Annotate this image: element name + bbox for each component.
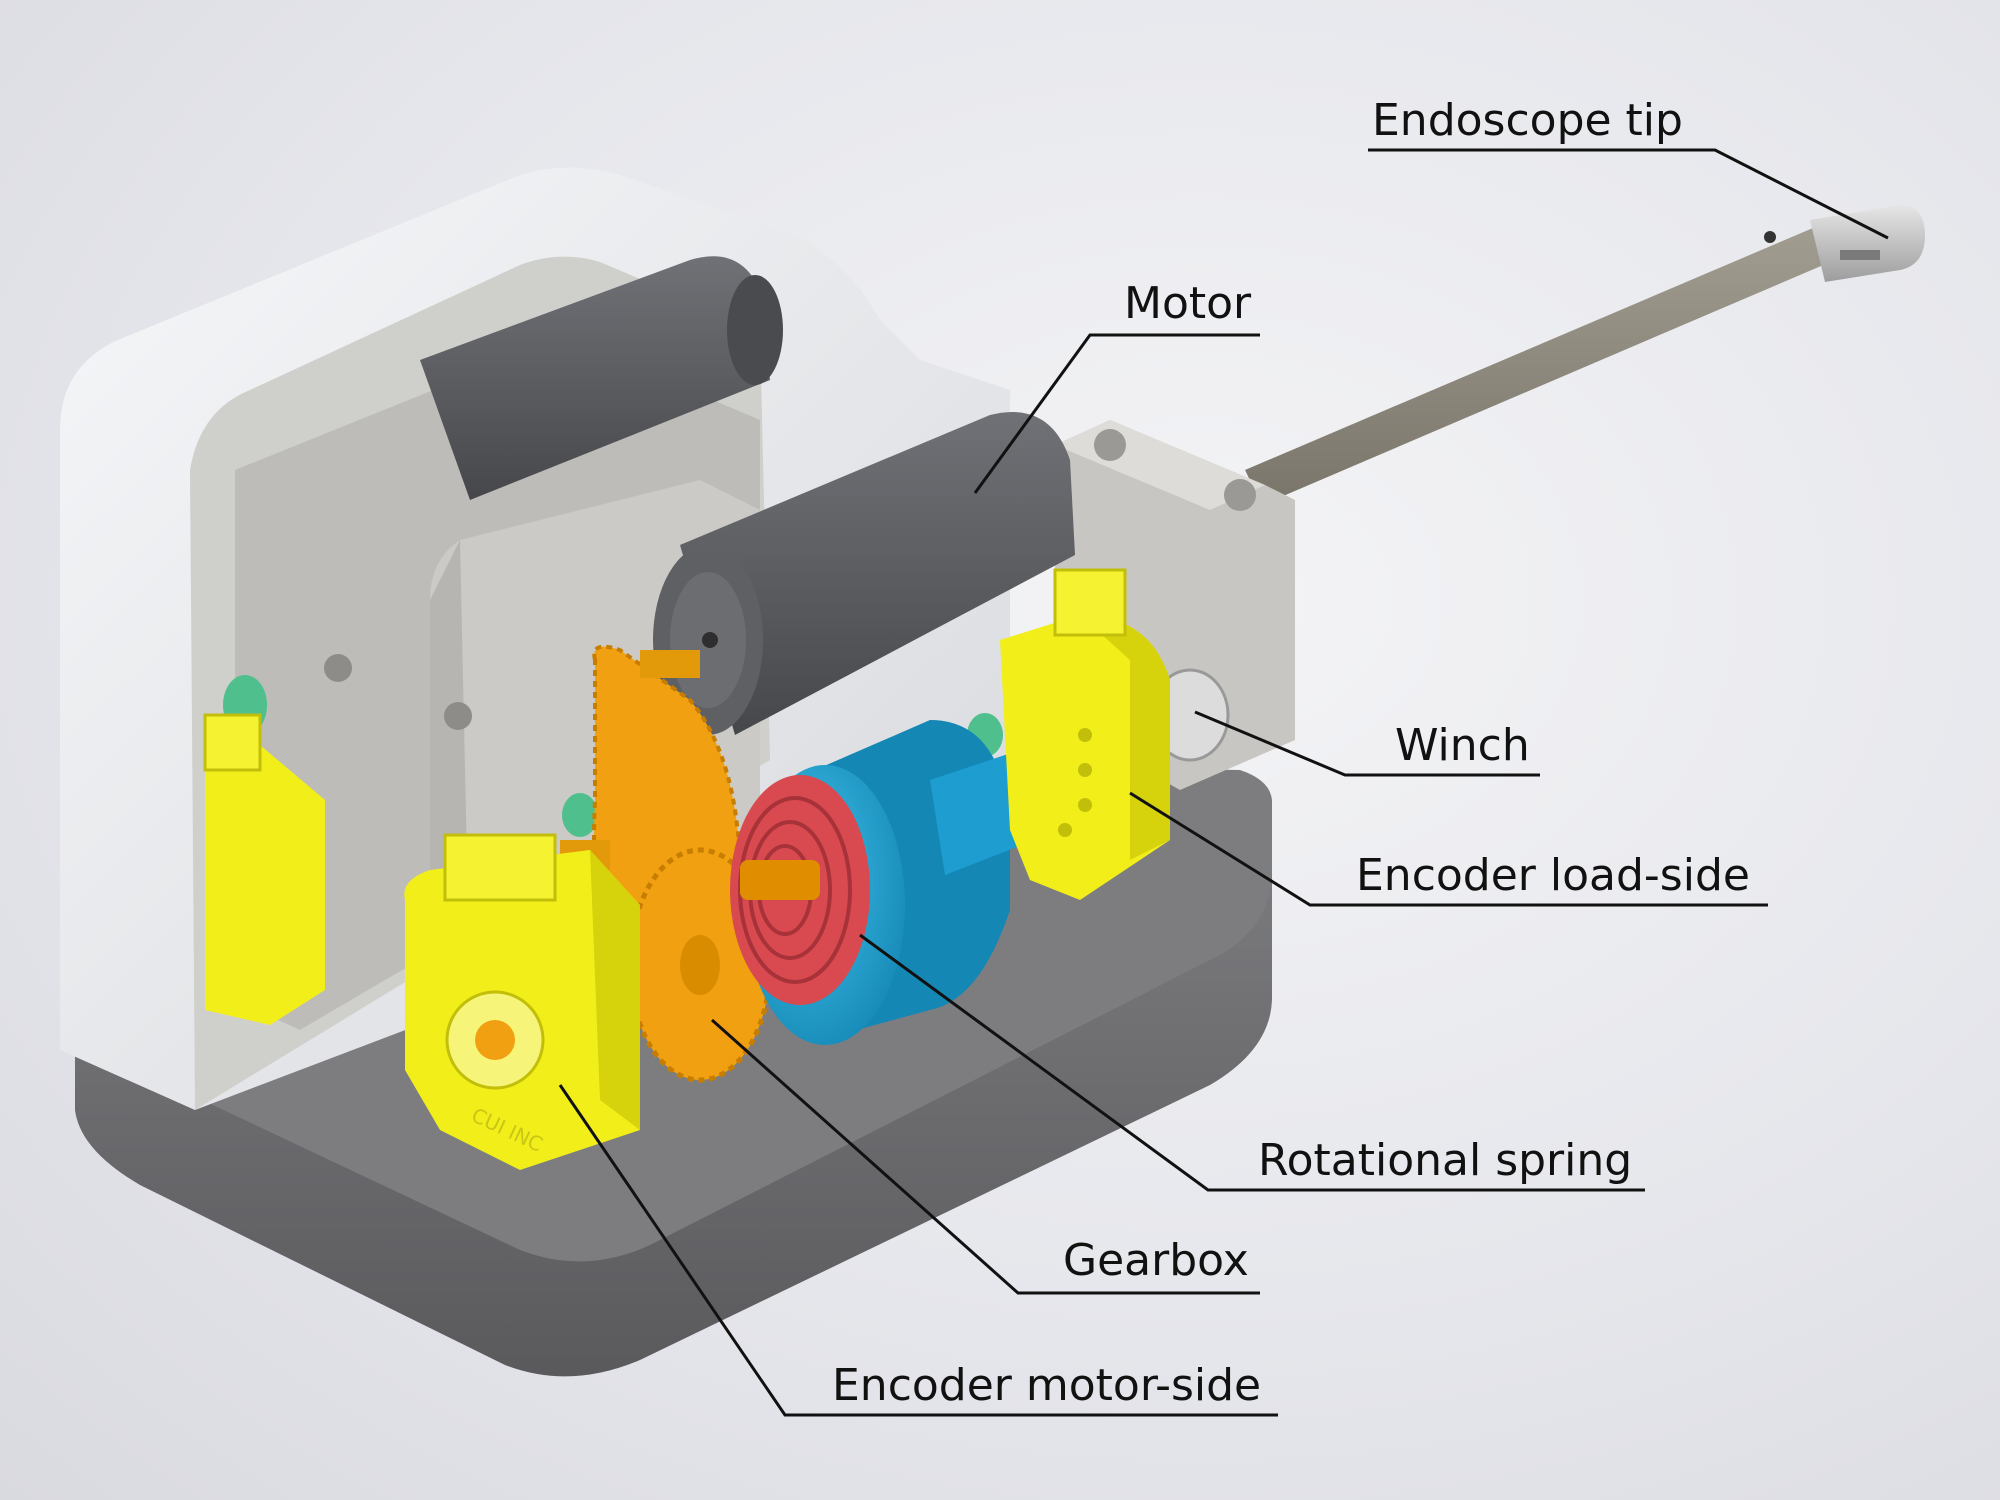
leader-line-gearbox — [711, 1018, 1260, 1295]
label-gearbox: Gearbox — [1063, 1235, 1249, 1286]
callout-encoder-motor-side: Encoder motor-side — [558, 1084, 1278, 1417]
callout-encoder-load-side: Encoder load-side — [1129, 791, 1768, 907]
actuator-assembly: CUI INC — [60, 167, 1925, 1377]
label-winch: Winch — [1395, 720, 1530, 771]
leader-line-rotational-spring — [859, 933, 1645, 1192]
encoder-motor-side-part: CUI INC — [404, 833, 640, 1170]
leader-line-motor — [973, 333, 1260, 494]
label-rotational-spring: Rotational spring — [1258, 1135, 1632, 1186]
rear-motor — [420, 256, 783, 500]
encoder-load-side-part — [1000, 568, 1170, 900]
leader-line-winch — [1194, 710, 1540, 777]
endoscope-tip-part — [1764, 205, 1925, 282]
label-encoder-motor-side: Encoder motor-side — [832, 1360, 1261, 1411]
callout-winch: Winch — [1194, 710, 1540, 777]
label-endoscope-tip: Endoscope tip — [1372, 95, 1683, 146]
callout-endoscope-tip: Endoscope tip — [1368, 95, 1889, 240]
callout-motor: Motor — [973, 278, 1260, 494]
encoder-rear-part — [203, 713, 325, 1025]
callout-rotational-spring: Rotational spring — [859, 933, 1645, 1192]
leader-line-encoder-motor-side — [558, 1084, 1278, 1417]
callout-gearbox: Gearbox — [711, 1018, 1260, 1295]
label-encoder-load-side: Encoder load-side — [1356, 850, 1750, 901]
label-motor: Motor — [1124, 278, 1252, 329]
leader-line-encoder-load-side — [1129, 791, 1768, 907]
callouts: Endoscope tip Motor Winch Encoder load-s… — [558, 95, 1889, 1417]
endoscope-shaft — [1245, 225, 1835, 505]
leader-line-endoscope-tip — [1368, 148, 1889, 240]
rotational-spring-part — [730, 720, 1060, 1045]
